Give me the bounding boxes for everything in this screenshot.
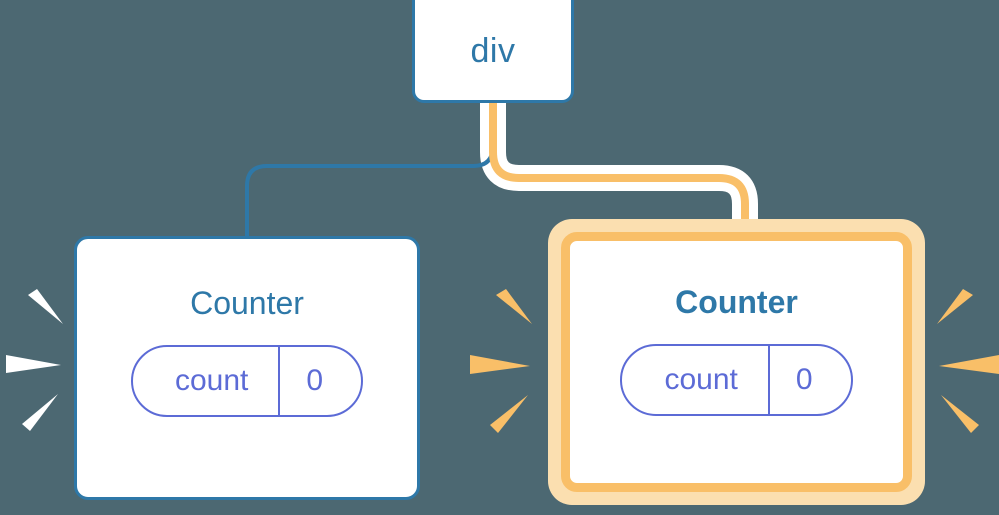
edge-div-to-counter-right-halo xyxy=(480,100,758,236)
node-counter-right-inner: Counter count 0 xyxy=(561,232,912,492)
prop-pill-count-left: count 0 xyxy=(130,345,364,417)
edge-div-to-counter-left xyxy=(245,100,495,240)
prop-name-count-left: count xyxy=(174,364,249,397)
node-div-title: div xyxy=(470,31,516,70)
node-counter-left-title: Counter xyxy=(190,285,304,321)
prop-value-count-left: 0 xyxy=(278,347,361,415)
node-counter-right-title: Counter xyxy=(675,284,798,320)
node-div[interactable]: div xyxy=(412,0,574,103)
node-counter-left[interactable]: Counter count 0 xyxy=(74,236,420,500)
node-counter-right[interactable]: Counter count 0 xyxy=(548,219,925,505)
edge-div-to-counter-right xyxy=(489,100,749,240)
prop-value-count-right: 0 xyxy=(767,346,851,414)
prop-pill-count-right: count 0 xyxy=(620,344,853,416)
prop-name-count-right: count xyxy=(664,363,738,396)
